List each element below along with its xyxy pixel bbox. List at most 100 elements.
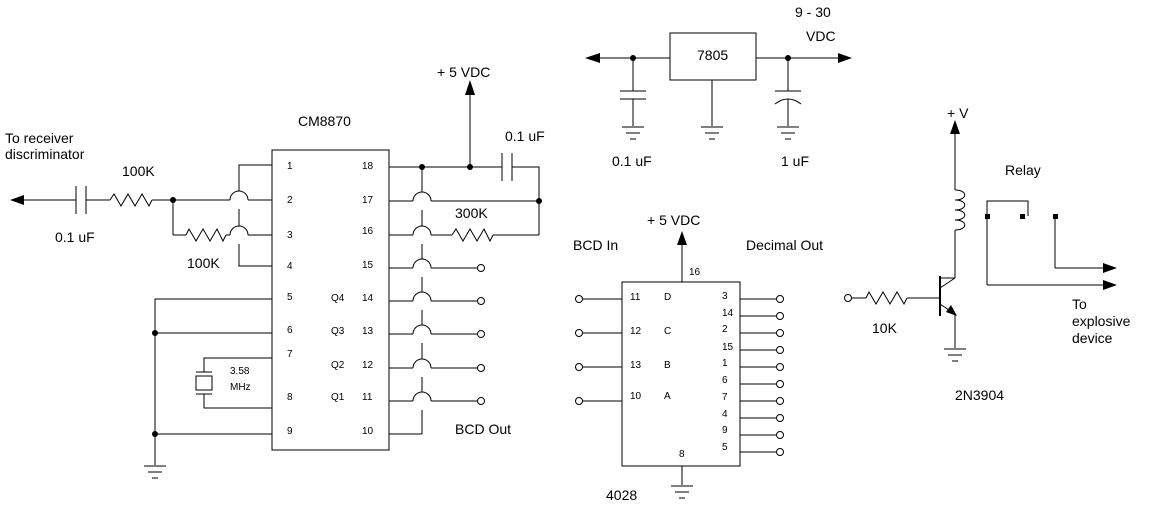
cm8870-pin-18: 18 xyxy=(362,161,374,172)
crystal-oscillator: 3.58 MHz xyxy=(195,357,272,409)
receiver-label-line2: discriminator xyxy=(5,146,85,162)
bcd-in-label: BCD In xyxy=(573,237,618,253)
cd4028-chip: 16 8 xyxy=(621,231,741,499)
output-terminal xyxy=(477,364,485,372)
regulator-7805 xyxy=(669,32,757,81)
reg-out-capacitor-label: 0.1 uF xyxy=(612,153,652,169)
regulator-section xyxy=(585,32,852,140)
cd4028-out-5: 5 xyxy=(722,442,728,453)
decouple-capacitor-label: 0.1 uF xyxy=(505,128,545,144)
cd4028-out-14: 14 xyxy=(722,308,734,319)
base-resistor xyxy=(865,290,908,306)
cm8870-left-pin-numbers: 1 2 3 4 5 6 7 8 9 xyxy=(287,161,293,437)
ground-symbol-2 xyxy=(621,126,645,140)
cm8870-pin-8: 8 xyxy=(287,392,293,403)
bias-resistor xyxy=(185,227,227,243)
output-terminal xyxy=(477,330,485,338)
cd4028-in-name-b: B xyxy=(664,360,671,371)
vin-label-line1: 9 - 30 xyxy=(795,4,831,20)
vdd2-label: + 5 VDC xyxy=(647,212,700,228)
load-label-line1: To xyxy=(1072,296,1087,312)
relay-out-arrow-1 xyxy=(1103,263,1117,273)
cm8870-pin-13: 13 xyxy=(362,326,374,337)
feedback-resistor-label: 300K xyxy=(455,205,488,221)
ground-symbol-4 xyxy=(776,126,800,140)
base-input-terminal xyxy=(844,294,852,302)
cm8870-pin-16: 16 xyxy=(362,226,374,237)
load-label-line2: explosive xyxy=(1072,313,1131,329)
cd4028-in-pin-12: 12 xyxy=(630,326,642,337)
cd4028-in-name-d: D xyxy=(664,292,671,303)
input-terminal xyxy=(575,363,583,371)
input-terminal xyxy=(575,295,583,303)
cd4028-outputs: 3 14 2 15 1 6 7 4 9 5 xyxy=(722,291,784,456)
cd4028-out-15: 15 xyxy=(722,342,734,353)
cm8870-pin-1: 1 xyxy=(287,161,293,172)
cd4028-out-2: 2 xyxy=(722,324,728,335)
cm8870-pin-11: 11 xyxy=(362,392,373,403)
cm8870-pin-2: 2 xyxy=(287,195,293,206)
reg-out-arrow xyxy=(585,53,600,63)
input-terminal xyxy=(575,329,583,337)
output-terminal xyxy=(477,397,485,405)
cd4028-vdd-pin: 16 xyxy=(689,267,701,278)
crystal-unit-label: MHz xyxy=(230,382,251,393)
crystal-freq-label: 3.58 xyxy=(230,366,250,377)
decimal-out-label: Decimal Out xyxy=(746,237,823,253)
input-capacitor xyxy=(75,186,87,214)
cm8870-pin-4: 4 xyxy=(287,261,293,272)
emitter-arrow xyxy=(946,305,957,316)
cd4028-in-pin-13: 13 xyxy=(630,360,642,371)
feedback-resistor xyxy=(451,227,494,243)
cm8870-q1: Q1 xyxy=(331,392,345,403)
output-terminal xyxy=(477,264,485,272)
decouple-capacitor xyxy=(501,153,513,181)
reg-in-capacitor-label: 1 uF xyxy=(781,153,809,169)
relay-out-arrow-2 xyxy=(1103,280,1117,290)
cm8870-pin-6: 6 xyxy=(287,325,293,336)
cm8870-right-pin-numbers: 18 17 16 15 14 13 12 11 10 xyxy=(362,161,374,437)
cm8870-pin-5: 5 xyxy=(287,292,293,303)
vin-label-line2: VDC xyxy=(806,28,836,44)
cm8870-pin-14: 14 xyxy=(362,293,374,304)
vdd1-arrow xyxy=(465,80,475,95)
relay-coil xyxy=(954,189,966,231)
receiver-input-section xyxy=(10,164,272,267)
cm8870-pin-10: 10 xyxy=(362,426,374,437)
cd4028-out-7: 7 xyxy=(722,392,728,403)
vplus-label: + V xyxy=(947,105,969,121)
relay-driver-section xyxy=(844,120,1117,362)
cd4028-out-4: 4 xyxy=(722,409,728,420)
bias-resistor-label: 100K xyxy=(187,255,220,271)
cd4028-label: 4028 xyxy=(606,487,637,503)
cd4028-inputs: 11 D 12 C 13 B 10 A xyxy=(575,292,671,405)
cd4028-out-9: 9 xyxy=(722,425,728,436)
regulator-label: 7805 xyxy=(697,47,728,63)
cm8870-q2: Q2 xyxy=(331,360,345,371)
cm8870-pin-15: 15 xyxy=(362,260,374,271)
receiver-label-line1: To receiver xyxy=(5,130,74,146)
cm8870-pin-17: 17 xyxy=(362,195,374,206)
relay-dot-com xyxy=(1020,214,1025,219)
input-capacitor-label: 0.1 uF xyxy=(55,229,95,245)
bcd-out-label: BCD Out xyxy=(455,421,511,437)
reg-in-arrow xyxy=(838,53,852,63)
ground-symbol-5 xyxy=(670,485,694,499)
cm8870-q3: Q3 xyxy=(331,326,345,337)
vplus-arrow xyxy=(950,120,960,134)
cm8870-q4: Q4 xyxy=(331,293,345,304)
load-label-line3: device xyxy=(1072,330,1113,346)
cd4028-in-pin-10: 10 xyxy=(630,391,642,402)
cm8870-pin-7: 7 xyxy=(287,349,293,360)
cm8870-pin-3: 3 xyxy=(287,230,293,241)
cm8870-pin-12: 12 xyxy=(362,360,374,371)
vdd1-label: + 5 VDC xyxy=(437,64,490,80)
relay-label: Relay xyxy=(1005,162,1041,178)
base-resistor-label: 10K xyxy=(872,320,898,336)
transistor-label: 2N3904 xyxy=(955,387,1004,403)
cm8870-pin-9: 9 xyxy=(287,426,293,437)
cm8870-right-wiring xyxy=(389,80,542,435)
cd4028-out-3: 3 xyxy=(722,291,728,302)
cm8870-label: CM8870 xyxy=(298,113,351,129)
